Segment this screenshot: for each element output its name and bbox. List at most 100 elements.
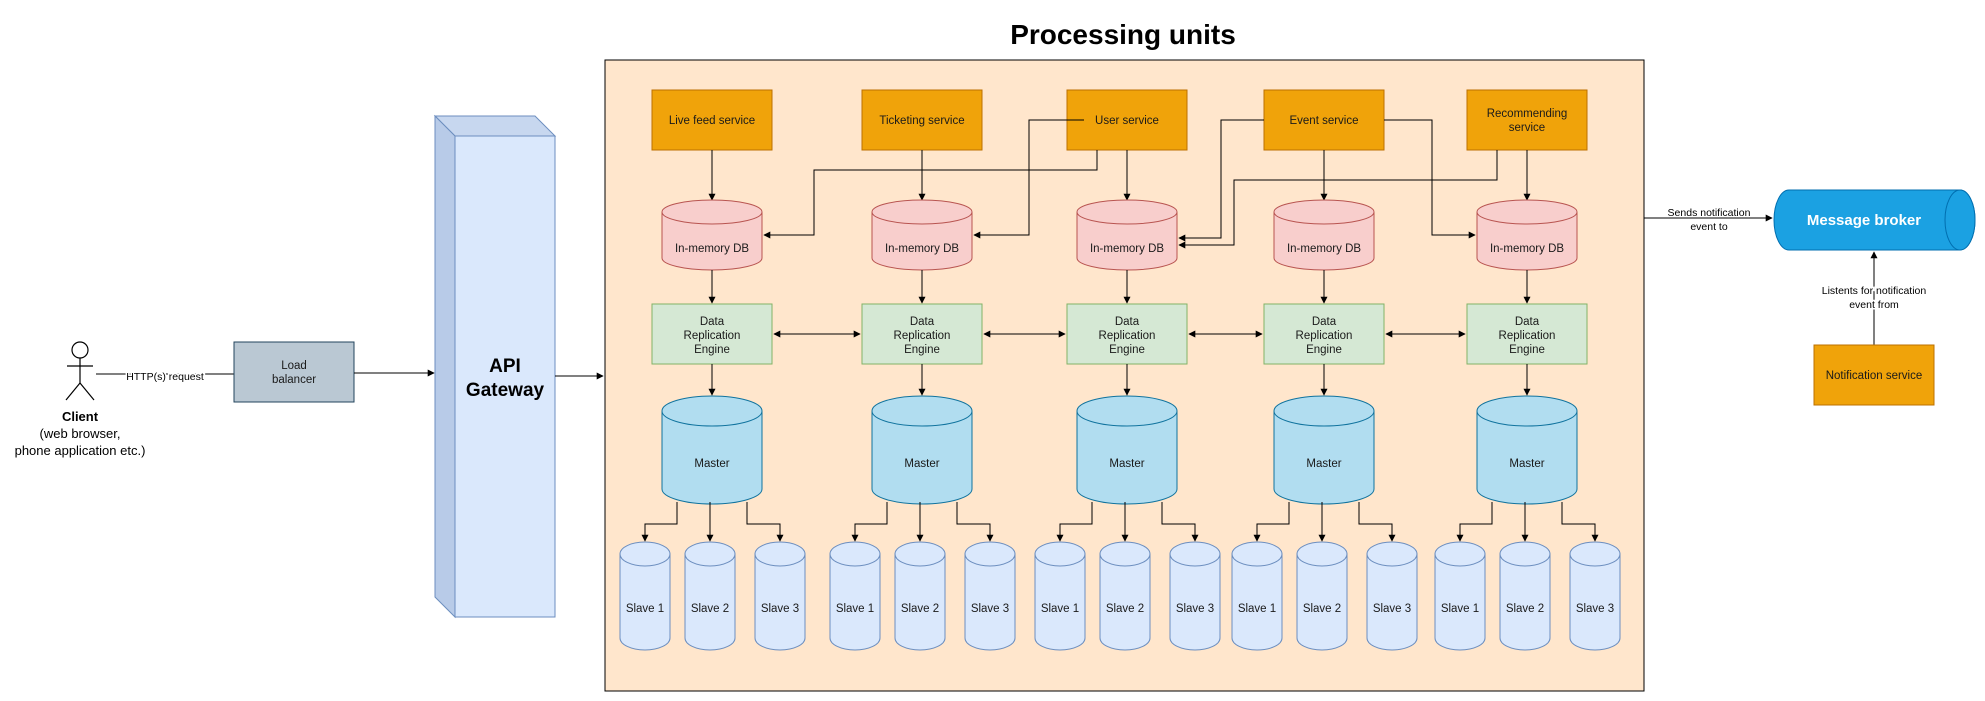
slave-db-cylinder	[1366, 541, 1418, 651]
service-label: Event service	[1289, 115, 1358, 127]
replication-engine-box	[1066, 303, 1188, 365]
replication-label-line3: Engine	[1109, 344, 1145, 356]
replication-label-line1: Data	[1515, 316, 1540, 328]
edge-sends-line1: Sends notification	[1668, 207, 1751, 219]
slave-db-cylinder	[894, 541, 946, 651]
inmemory-db-label: In-memory DB	[885, 243, 959, 255]
client-desc-line2: phone application etc.)	[15, 443, 146, 458]
edge-master-to-slave	[641, 502, 678, 542]
slave-db-cylinder	[1231, 541, 1283, 651]
slave-db-label: Slave 3	[1373, 603, 1411, 615]
inmemory-db-label: In-memory DB	[1090, 243, 1164, 255]
slave-db-cylinder	[1034, 541, 1086, 651]
master-db-cylinder	[661, 395, 763, 505]
slave-db-cylinder	[1296, 541, 1348, 651]
edge-http-label: HTTP(s) request	[126, 371, 204, 383]
slave-db-label: Slave 2	[691, 603, 729, 615]
slave-db-label: Slave 1	[626, 603, 664, 615]
slave-db-cylinder	[1099, 541, 1151, 651]
service-label: Recommending	[1487, 108, 1568, 120]
load-balancer-line1: Load	[281, 360, 307, 372]
master-db-label: Master	[1509, 458, 1544, 470]
slave-db-cylinder	[964, 541, 1016, 651]
replication-label-line2: Replication	[1099, 330, 1156, 342]
service-label: service	[1509, 122, 1545, 134]
slave-db-cylinder	[684, 541, 736, 651]
service-label: User service	[1095, 115, 1159, 127]
slave-db-label: Slave 3	[1176, 603, 1214, 615]
client-desc-line1: (web browser,	[40, 426, 121, 441]
slave-db-label: Slave 2	[901, 603, 939, 615]
master-db-label: Master	[694, 458, 729, 470]
inmemory-db-cylinder	[1476, 199, 1578, 271]
replication-label-line2: Replication	[1296, 330, 1353, 342]
edge-sends-line2: event to	[1690, 221, 1728, 233]
edge-master-to-slave	[1456, 502, 1493, 542]
replication-label-line2: Replication	[684, 330, 741, 342]
diagram-title: Processing units	[1010, 19, 1236, 50]
edge-master-to-slave	[746, 502, 784, 542]
api-gateway-line1: API	[489, 356, 521, 377]
slave-db-cylinder	[1434, 541, 1486, 651]
inmemory-db-cylinder	[661, 199, 763, 271]
edge-master-to-slave	[956, 502, 994, 542]
replication-label-line3: Engine	[904, 344, 940, 356]
master-db-label: Master	[904, 458, 939, 470]
slave-db-label: Slave 1	[1441, 603, 1479, 615]
inmemory-db-cylinder	[1273, 199, 1375, 271]
load-balancer-line2: balancer	[272, 374, 316, 386]
message-broker-label: Message broker	[1807, 212, 1921, 229]
inmemory-db-label: In-memory DB	[1287, 243, 1361, 255]
edge-master-to-slave	[851, 502, 888, 542]
replication-label-line2: Replication	[894, 330, 951, 342]
service-box	[1263, 89, 1385, 151]
slave-db-label: Slave 3	[971, 603, 1009, 615]
master-db-cylinder	[871, 395, 973, 505]
message-broker-cylinder	[1773, 189, 1976, 251]
client-actor-head	[71, 341, 89, 359]
inmemory-db-cylinder	[1076, 199, 1178, 271]
notification-service-label: Notification service	[1826, 370, 1923, 382]
client-label: Client	[62, 409, 99, 424]
edge-master-to-slave	[1253, 502, 1290, 542]
api-gateway-box	[433, 114, 557, 619]
slave-db-label: Slave 1	[836, 603, 874, 615]
edge-user-to-inmemory-1	[763, 150, 1098, 239]
slave-db-label: Slave 3	[761, 603, 799, 615]
edge-master-to-slave	[1161, 502, 1199, 542]
replication-label-line1: Data	[1312, 316, 1337, 328]
replication-label-line1: Data	[910, 316, 935, 328]
replication-label-line1: Data	[1115, 316, 1140, 328]
slave-db-label: Slave 3	[1576, 603, 1614, 615]
replication-label-line3: Engine	[1306, 344, 1342, 356]
slave-db-cylinder	[619, 541, 671, 651]
service-label: Ticketing service	[879, 115, 964, 127]
edge-master-to-slave	[1561, 502, 1599, 542]
master-db-cylinder	[1476, 395, 1578, 505]
service-label: Live feed service	[669, 115, 755, 127]
slave-db-label: Slave 1	[1238, 603, 1276, 615]
service-box	[861, 89, 983, 151]
slave-db-cylinder	[1569, 541, 1621, 651]
replication-engine-box	[651, 303, 773, 365]
edge-listens-line1: Listents for notification	[1822, 285, 1927, 297]
notification-service-box	[1813, 344, 1935, 406]
service-box	[1466, 89, 1588, 151]
slave-db-cylinder	[829, 541, 881, 651]
slave-db-cylinder	[754, 541, 806, 651]
service-cross-edges	[763, 119, 1498, 338]
replication-label-line3: Engine	[1509, 344, 1545, 356]
client-actor	[65, 341, 95, 401]
slave-db-label: Slave 2	[1106, 603, 1144, 615]
load-balancer-box	[233, 341, 355, 403]
edge-event-to-inmemory-3	[1178, 119, 1264, 242]
service-box	[651, 89, 773, 151]
slave-db-cylinder	[1499, 541, 1551, 651]
slave-db-label: Slave 2	[1303, 603, 1341, 615]
master-db-label: Master	[1306, 458, 1341, 470]
slave-db-label: Slave 2	[1506, 603, 1544, 615]
replication-engine-box	[1263, 303, 1385, 365]
replication-label-line1: Data	[700, 316, 725, 328]
